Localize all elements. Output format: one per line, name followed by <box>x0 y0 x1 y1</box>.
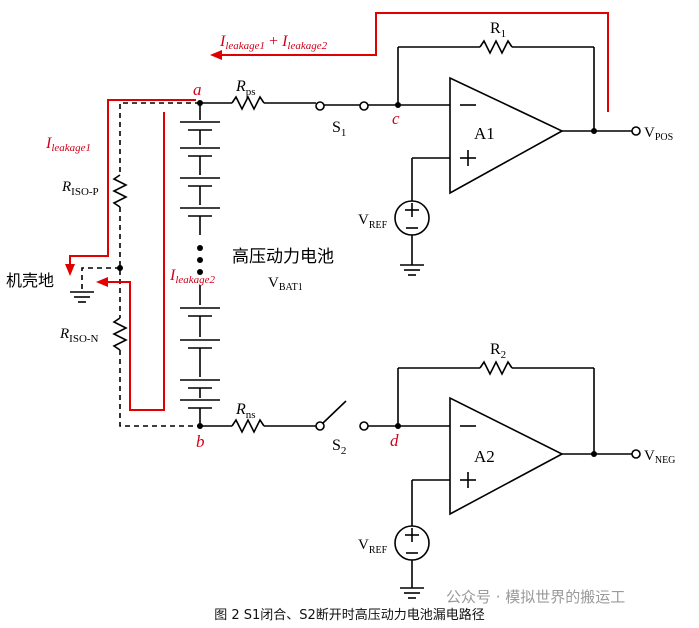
chassis-ground-label: 机壳地 <box>6 271 54 290</box>
riso-n-label: RISO-N <box>59 326 99 345</box>
s2-label: S2 <box>332 437 346 457</box>
vneg-label: VNEG <box>644 448 675 466</box>
node-d-label: d <box>390 431 399 450</box>
node-c-label: c <box>392 109 400 128</box>
vref1-label: VREF <box>358 212 388 231</box>
vbat-label: VBAT1 <box>268 275 303 293</box>
node-a-label: a <box>193 80 202 99</box>
top-rail <box>197 95 401 111</box>
battery-stack <box>180 103 220 426</box>
r2-label: R2 <box>490 341 506 361</box>
watermark: 公众号 · 模拟世界的搬运工 <box>446 588 626 606</box>
riso-p-label: RISO-P <box>61 179 99 198</box>
i-leakage-sum-label: Ileakage1 + Ileakage2 <box>219 33 328 52</box>
opamp-a2 <box>397 360 641 516</box>
leakage-paths <box>65 12 609 411</box>
battery-name-label: 高压动力电池 <box>232 247 334 267</box>
resistor-riso-p <box>112 174 128 208</box>
resistor-r1 <box>479 39 513 55</box>
vpos-label: VPOS <box>644 125 673 143</box>
a1-label: A1 <box>474 124 495 143</box>
switch-s1-contact-left <box>315 101 325 111</box>
rns-label: Rns <box>235 401 256 421</box>
resistor-rns <box>231 418 265 434</box>
switch-s2-blade-open <box>322 400 347 424</box>
i-leakage2-label: Ileakage2 <box>169 267 216 286</box>
rps-label: Rps <box>235 78 256 98</box>
isolation-network <box>70 102 200 427</box>
bottom-rail <box>197 400 401 434</box>
node-b-label: b <box>196 432 205 451</box>
vneg-terminal <box>631 449 641 459</box>
s1-label: S1 <box>332 119 346 139</box>
switch-s1-contact-right <box>359 101 369 111</box>
vref2-label: VREF <box>358 537 388 556</box>
r1-label: R1 <box>490 20 506 40</box>
figure-caption: 图 2 S1闭合、S2断开时高压动力电池漏电路径 <box>214 608 485 623</box>
labels: R1 R2 Rps Rns RISO-P RISO-N S1 S2 A1 A2 … <box>6 20 675 556</box>
i-leakage1-label: Ileakage1 <box>45 135 91 154</box>
opamp-a1 <box>397 39 641 195</box>
vref-source-2 <box>394 480 430 599</box>
resistor-rps <box>231 95 265 111</box>
switch-s2-contact-right <box>359 421 369 431</box>
vref-source-1 <box>394 158 430 276</box>
resistor-riso-n <box>112 317 128 351</box>
resistor-r2 <box>479 360 513 376</box>
switch-s2-contact-left <box>315 421 325 431</box>
a2-label: A2 <box>474 447 495 466</box>
vpos-terminal <box>631 126 641 136</box>
